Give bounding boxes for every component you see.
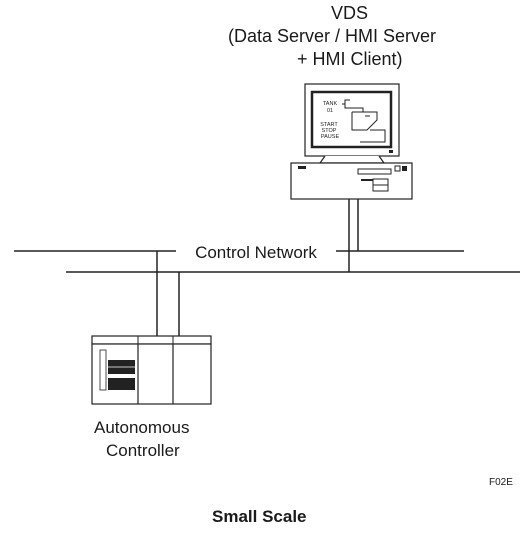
screen-tank-number: 01 <box>327 108 333 114</box>
controller-label-line1: Autonomous <box>94 418 190 437</box>
screen-pause-label: PAUSE <box>321 134 340 140</box>
vds-subtitle-line2: + HMI Client) <box>297 49 403 69</box>
monitor-button <box>389 150 393 153</box>
pc-case <box>290 162 413 200</box>
controller-label-line2: Controller <box>106 441 180 460</box>
figure-caption: Small Scale <box>212 507 307 526</box>
vds-subtitle-line1: (Data Server / HMI Server <box>228 26 437 46</box>
control-network-label: Control Network <box>195 243 317 262</box>
screen-stop-label: STOP <box>322 128 337 134</box>
cabinet-top <box>91 335 212 345</box>
vds-title: VDS <box>331 3 369 23</box>
pc-panel-square-2 <box>402 166 407 171</box>
autonomous-controller-icon <box>91 335 212 405</box>
cabinet-module-2 <box>108 378 135 390</box>
pc-panel-square-1 <box>394 165 401 172</box>
tank-mimic <box>342 99 386 143</box>
figure-code: F02E <box>489 477 513 488</box>
monitor-stand <box>318 155 386 164</box>
screen-tank-label: TANK <box>323 101 338 107</box>
pc-power-light <box>298 166 306 169</box>
vds-workstation-icon: TANK 01 START STOP PAUSE <box>290 83 413 200</box>
pc-drive-bay <box>357 168 392 175</box>
screen-start-label: START <box>320 122 338 128</box>
